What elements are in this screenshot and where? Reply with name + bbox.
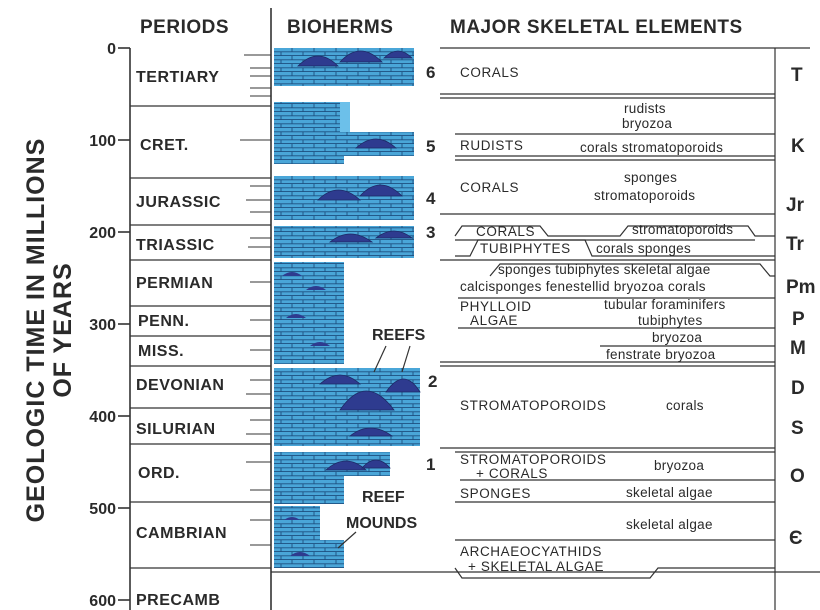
bioherm-number-4: 4 (426, 189, 436, 208)
period-tertiary: TERTIARY (136, 69, 219, 86)
el-triassic-corals-sponges: corals sponges (596, 241, 691, 256)
period-triassic: TRIASSIC (136, 237, 215, 254)
tick-label: 100 (89, 133, 116, 150)
symbol-jurassic: Jr (786, 195, 805, 216)
el-triassic-corals: CORALS (476, 224, 535, 239)
el-devsil-strom: STROMATOPOROIDS (460, 398, 607, 413)
tick-label: 200 (89, 225, 116, 242)
bioherm-number-1: 1 (426, 455, 435, 474)
tick-500: 500 (89, 501, 130, 518)
bioherm-cambrian-lower (274, 540, 344, 568)
symbol-permian: Pm (786, 277, 816, 298)
tick-label: 300 (89, 317, 116, 334)
el-cambrian-sponges: SPONGES (460, 486, 531, 501)
period-permian: PERMIAN (136, 275, 213, 292)
symbol-miss: M (790, 338, 806, 359)
period-labels: TERTIARY CRET. JURASSIC TRIASSIC PERMIAN… (136, 69, 227, 609)
bioherm-number-5: 5 (426, 137, 435, 156)
tick-200: 200 (89, 225, 130, 242)
el-cambrian-skeletal: + SKELETAL ALGAE (468, 559, 604, 574)
tick-label: 0 (107, 41, 116, 58)
el-penn-phylloid: PHYLLOID (460, 299, 532, 314)
element-labels: CORALS rudists bryozoa RUDISTS corals st… (460, 65, 733, 574)
period-penn: PENN. (138, 313, 189, 330)
el-penn-tubiphytes: tubiphytes (638, 313, 703, 328)
element-dividers (271, 94, 820, 578)
header-major-skeletal-elements: MAJOR SKELETAL ELEMENTS (450, 17, 743, 38)
tick-300: 300 (89, 317, 130, 334)
el-cret-bryozoa: bryozoa (622, 116, 672, 131)
bioherm-ord-lower (274, 476, 344, 504)
bioherm-cret-base (274, 102, 344, 164)
period-tick-stubs (240, 55, 271, 545)
tick-label: 600 (89, 593, 116, 610)
el-penn-tubular: tubular foraminifers (604, 297, 726, 312)
el-cambrian-archaeo: ARCHAEOCYATHIDS (460, 544, 602, 559)
el-jurassic-corals: CORALS (460, 180, 519, 195)
period-precamb: PRECAMB (136, 592, 220, 609)
bioherm-number-2: 2 (428, 372, 437, 391)
bioherm-late-paleozoic (274, 262, 344, 364)
el-triassic-tubiphytes: TUBIPHYTES (480, 241, 571, 256)
el-tertiary-corals: CORALS (460, 65, 519, 80)
y-axis-title-line2: OF YEARS (49, 262, 77, 397)
el-ord-bryozoa: bryozoa (654, 458, 704, 473)
label-reef-mounds-line2: MOUNDS (346, 515, 417, 532)
el-permian-line2: calcisponges fenestellid bryozoa corals (460, 279, 706, 294)
tick-0: 0 (107, 41, 130, 58)
el-ord-strom: STROMATOPOROIDS (460, 452, 607, 467)
el-cret-corals-strom: corals stromatoporoids (580, 140, 723, 155)
el-cambrian-algae-1: skeletal algae (626, 485, 713, 500)
tick-label: 500 (89, 501, 116, 518)
period-ord: ORD. (138, 465, 180, 482)
period-miss: MISS. (138, 343, 184, 360)
period-cret: CRET. (140, 137, 189, 154)
period-devonian: DEVONIAN (136, 377, 224, 394)
bioherm-cret-light (340, 102, 350, 132)
tick-label: 400 (89, 409, 116, 426)
symbol-devonian: D (791, 378, 805, 399)
el-cret-rudists-caps: RUDISTS (460, 138, 523, 153)
header-periods: PERIODS (140, 17, 229, 38)
y-axis: 0 100 200 300 400 500 600 (89, 41, 130, 610)
tick-100: 100 (89, 133, 130, 150)
el-triassic-strom: stromatoporoids (632, 222, 733, 237)
el-devsil-corals: corals (666, 398, 704, 413)
symbol-tertiary: T (791, 65, 803, 86)
el-penn-algae: ALGAE (470, 313, 518, 328)
period-boundaries (130, 106, 271, 568)
label-reef-mounds-line1: REEF (362, 489, 405, 506)
symbol-cambrian: Є (789, 528, 803, 549)
el-jurassic-strom: stromatoporoids (594, 188, 695, 203)
header-bioherms: BIOHERMS (287, 17, 393, 38)
symbol-ord: O (790, 466, 805, 487)
el-ord-corals: + CORALS (476, 466, 548, 481)
el-cambrian-algae-2: skeletal algae (626, 517, 713, 532)
el-miss-bryozoa: bryozoa (652, 330, 702, 345)
symbol-cret: K (791, 136, 805, 157)
el-miss-fenstrate: fenstrate bryozoa (606, 347, 716, 362)
symbol-triassic: Tr (786, 234, 805, 255)
y-axis-title-line1: GEOLOGIC TIME IN MILLIONS (22, 138, 50, 523)
tick-600: 600 (89, 593, 130, 610)
label-reefs: REEFS (372, 327, 426, 344)
period-symbols: T K Jr Tr Pm P M D S O Є (786, 65, 816, 549)
el-jurassic-sponges: sponges (624, 170, 677, 185)
period-jurassic: JURASSIC (136, 194, 221, 211)
el-permian-line1: sponges tubiphytes skeletal algae (498, 262, 711, 277)
bioherm-number-6: 6 (426, 63, 435, 82)
y-axis-title: GEOLOGIC TIME IN MILLIONS OF YEARS (22, 138, 77, 523)
symbol-silurian: S (791, 418, 804, 439)
period-cambrian: CAMBRIAN (136, 525, 227, 542)
period-silurian: SILURIAN (136, 421, 216, 438)
el-cret-rudists: rudists (624, 101, 666, 116)
bioherm-number-3: 3 (426, 223, 435, 242)
tick-400: 400 (89, 409, 130, 426)
symbol-penn: P (792, 309, 805, 330)
